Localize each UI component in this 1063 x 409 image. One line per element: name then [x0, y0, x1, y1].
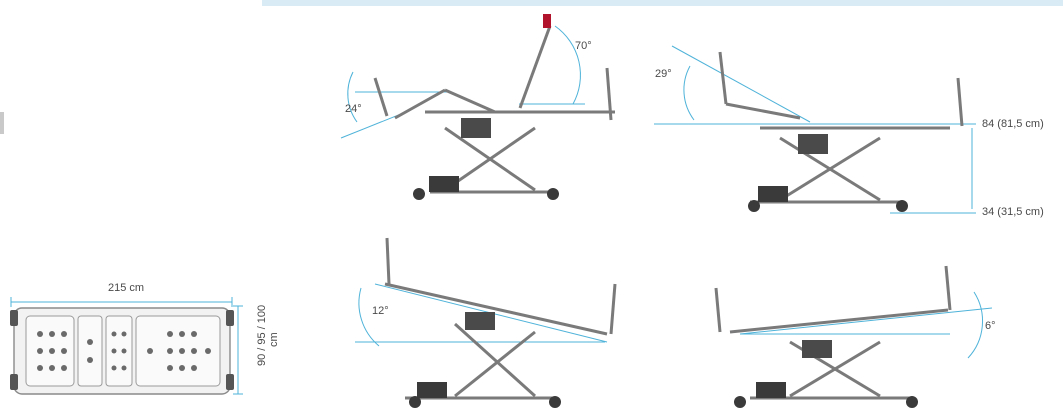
length-label: 215 cm — [108, 282, 145, 294]
backrest-raised-diagram — [335, 8, 625, 206]
reverse-trendelenburg-diagram — [700, 258, 1013, 409]
trendelenburg-diagram — [345, 228, 645, 409]
header-accent-bar — [262, 0, 1063, 6]
top-view-diagram — [0, 270, 300, 409]
max-height-label: 84 (81,5 cm) — [982, 118, 1044, 130]
height-range-diagram — [650, 12, 1063, 230]
min-height-label: 34 (31,5 cm) — [982, 206, 1044, 218]
edge-marker — [0, 112, 4, 134]
legrest-angle-label: 24° — [345, 103, 362, 115]
width-label-line1: 90 / 95 / 100 — [256, 304, 268, 366]
reverse-angle-label: 6° — [985, 320, 996, 332]
head-angle-label: 29° — [655, 68, 672, 80]
width-label-line2: cm — [268, 332, 280, 347]
backrest-angle-label: 70° — [575, 40, 592, 52]
trendelenburg-angle-label: 12° — [372, 305, 389, 317]
